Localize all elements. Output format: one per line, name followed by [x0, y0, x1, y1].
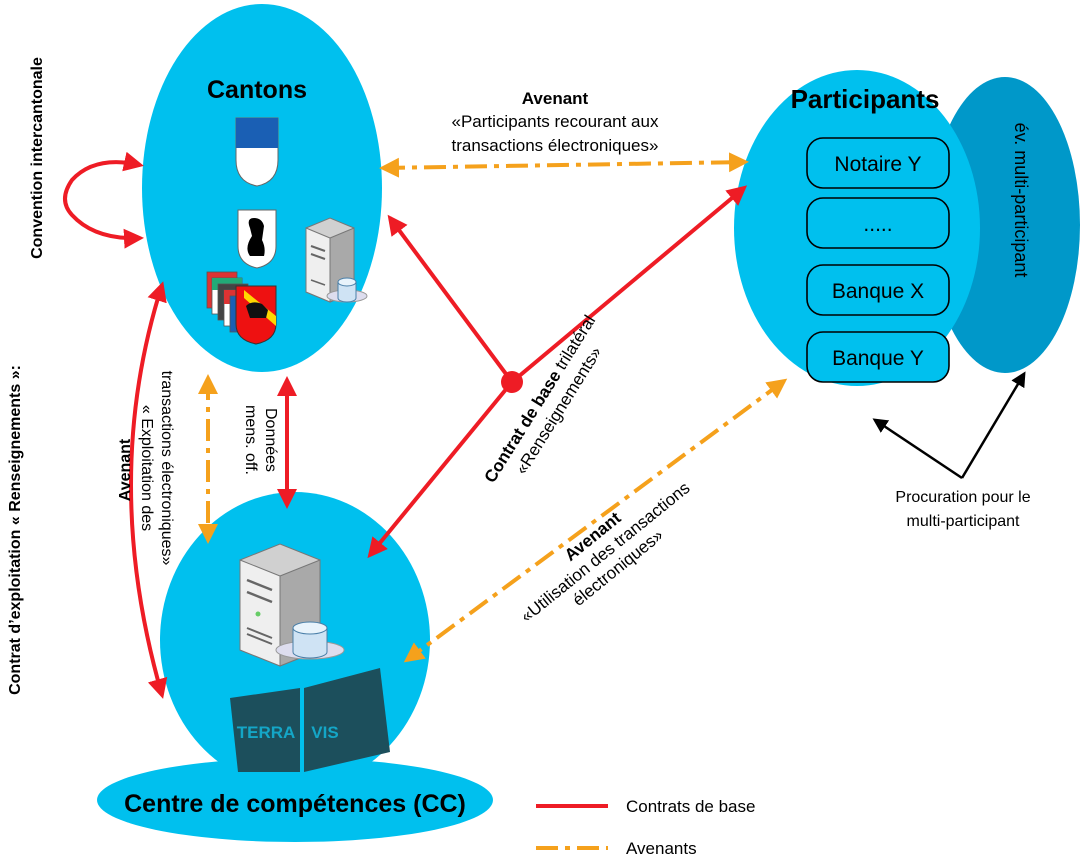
contrat-base-arrow-participants: [510, 185, 748, 384]
contrat-base-arrow-cantons: [387, 214, 514, 384]
exploitation-contract-arrow: [129, 281, 168, 699]
procuration-label-line2: multi-participant: [907, 513, 1020, 530]
avenant-exploitation-label: transactions électroniques» « Exploitati…: [138, 371, 175, 566]
avenant-utilisation-label: Avenant «Utilisation des transactions él…: [517, 478, 693, 626]
procuration-label-line1: Procuration pour le: [895, 489, 1030, 506]
basel-coat-of-arms-icon: [237, 209, 277, 269]
svg-text:mens. off.: mens. off.: [242, 405, 259, 475]
convention-arrow: [63, 151, 144, 249]
cc-title: Centre de compétences (CC): [124, 790, 466, 818]
cc-database-icon: [275, 621, 345, 660]
avenant-participants-line1: «Participants recourant aux: [452, 112, 659, 131]
svg-text:Banque X: Banque X: [832, 280, 924, 303]
participants-title: Participants: [791, 84, 940, 114]
cantons-title: Cantons: [207, 76, 307, 104]
legend-label-contrats: Contrats de base: [626, 797, 755, 816]
participant-box-notaire: Notaire Y: [806, 137, 950, 189]
donnees-label: Données mens. off.: [242, 405, 279, 475]
contrat-base-node: [501, 371, 523, 393]
avenant-utilisation-arrow: [403, 378, 788, 663]
svg-text:VIS: VIS: [311, 723, 338, 742]
procuration-arrow-left: [872, 418, 963, 480]
contrat-base-label: Contrat de base trilatéral «Renseignemen…: [481, 312, 606, 486]
multi-participant-bubble: [930, 77, 1080, 373]
avenant-participants-line2: transactions électroniques»: [452, 136, 659, 155]
database-icon: [326, 277, 368, 303]
multi-participant-label: év. multi-participant: [1011, 123, 1031, 278]
procuration-arrow-right: [960, 371, 1026, 479]
avenant-participants-title: Avenant: [522, 89, 589, 108]
svg-text:Notaire Y: Notaire Y: [834, 153, 921, 176]
lucerne-coat-of-arms-icon: [235, 117, 279, 187]
terravis-logo: TERRA VIS: [230, 668, 390, 772]
avenant-exploitation-title: Avenant: [117, 438, 134, 501]
exploitation-contract-label: Contrat d’exploitation « Renseignements …: [7, 365, 24, 695]
bern-coat-of-arms-icon: [235, 285, 277, 345]
avenant-participants-arrow: [379, 152, 749, 178]
svg-text:transactions électroniques»: transactions électroniques»: [158, 371, 175, 566]
participant-box-banque-x: Banque X: [806, 264, 950, 316]
legend-label-avenants: Avenants: [626, 839, 697, 858]
participant-box-ellipsis: .....: [806, 197, 950, 249]
svg-text:.....: .....: [863, 213, 892, 236]
participant-box-banque-y: Banque Y: [806, 331, 950, 383]
convention-label: Convention intercantonale: [29, 57, 46, 259]
svg-text:Données: Données: [262, 408, 279, 472]
svg-text:« Exploitation des: « Exploitation des: [138, 405, 155, 531]
cc-label-band: [97, 758, 493, 842]
svg-text:Banque Y: Banque Y: [832, 347, 924, 370]
svg-text:«Utilisation des transactions: «Utilisation des transactions: [517, 478, 693, 626]
legend: Contrats de base Avenants: [536, 797, 755, 858]
svg-text:TERRA: TERRA: [237, 723, 296, 742]
